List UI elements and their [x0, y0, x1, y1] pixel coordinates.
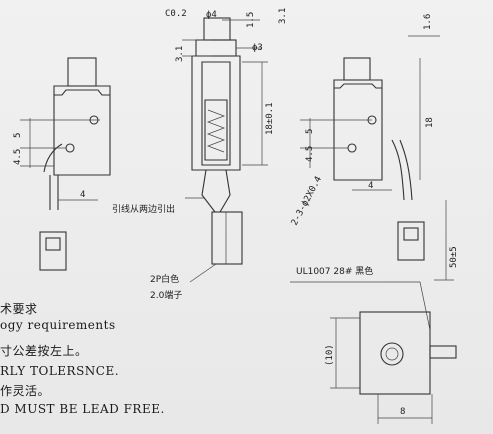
dim-1-5: 1.5 — [246, 12, 256, 28]
dim-screw: 2-3-ϕ2X0.4 — [290, 175, 324, 228]
wire-spec: UL1007 28# 黑色 — [296, 265, 373, 277]
dim-right-4: 4 — [368, 181, 373, 191]
dim-3-1-top: 3.1 — [278, 8, 288, 24]
note-line-2: ogy requirements — [0, 318, 116, 332]
dim-box-8: 8 — [400, 407, 405, 417]
note-line-3: 寸公差按左上。 — [0, 344, 88, 358]
dim-left-4: 4 — [80, 190, 85, 200]
dim-18-01: 18±0.1 — [265, 102, 275, 135]
bottom-right-assembly — [290, 281, 457, 424]
dim-box-10: (10) — [325, 344, 335, 366]
note-line-6: D MUST BE LEAD FREE. — [0, 402, 165, 416]
dim-right-18: 18 — [425, 117, 435, 128]
note-line-1: 术要求 — [0, 302, 38, 316]
dim-right-1-6: 1.6 — [423, 14, 433, 30]
dim-left-5: 5 — [13, 133, 23, 138]
dim-phi3: ϕ3 — [252, 43, 263, 53]
dim-3-1-left: 3.1 — [175, 46, 185, 62]
center-section-view — [182, 17, 268, 265]
dim-left-4-5: 4.5 — [13, 149, 23, 165]
right-switch-view — [300, 35, 454, 281]
dim-phi4: ϕ4 — [206, 10, 217, 20]
dim-right-4-5: 4.5 — [305, 146, 315, 162]
terminal-color: 2P白色 — [150, 273, 179, 285]
lead-note: 引线从两边引出 — [112, 203, 175, 215]
dim-right-5: 5 — [305, 129, 315, 134]
left-switch-view — [20, 57, 111, 271]
note-line-4: RLY TOLERSNCE. — [0, 364, 120, 378]
note-line-5: 作灵活。 — [0, 384, 51, 398]
dim-50-5: 50±5 — [449, 246, 459, 268]
terminal-pitch: 2.0端子 — [150, 289, 182, 301]
dim-chamfer: C0.2 — [165, 9, 187, 19]
